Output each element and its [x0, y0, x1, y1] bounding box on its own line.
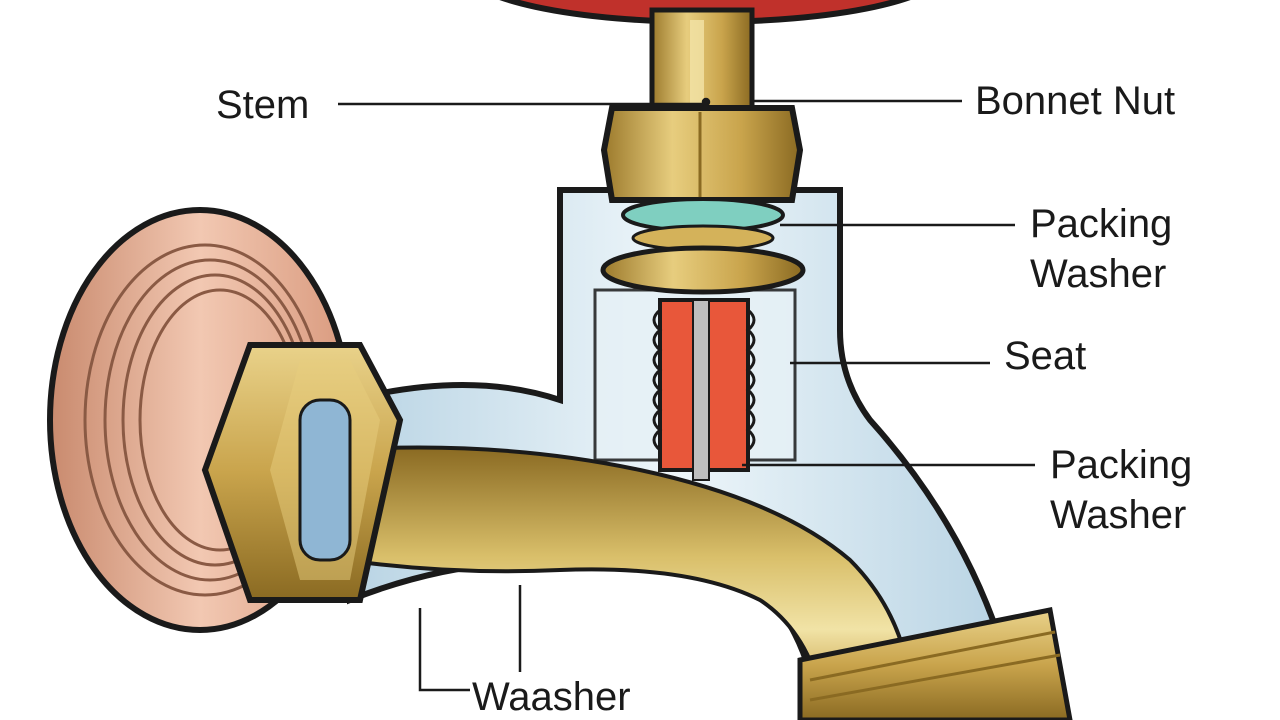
label-packing-washer-lower: Packing Washer [1050, 440, 1192, 540]
label-seat: Seat [1004, 334, 1087, 378]
inlet-hex-nut [201, 342, 404, 603]
bonnet-nut [600, 105, 804, 203]
label-packing-washer-upper-line1: Packing [1030, 202, 1173, 246]
label-bonnet-nut: Bonnet Nut [975, 79, 1176, 123]
label-packing-washer-lower-line2: Washer [1050, 493, 1187, 537]
packing-washer-upper [600, 197, 806, 295]
outlet-thread [797, 607, 1073, 720]
label-stem: Stem [216, 83, 310, 127]
leader-washer-left [418, 608, 470, 692]
label-packing-washer-upper: Packing Washer [1030, 199, 1172, 299]
label-packing-washer-upper-line2: Washer [1030, 252, 1167, 296]
label-packing-washer-lower-line1: Packing [1050, 443, 1193, 487]
threaded-stem [652, 298, 756, 481]
label-washer: Waasher [472, 675, 631, 719]
leader-lines [338, 97, 1035, 692]
